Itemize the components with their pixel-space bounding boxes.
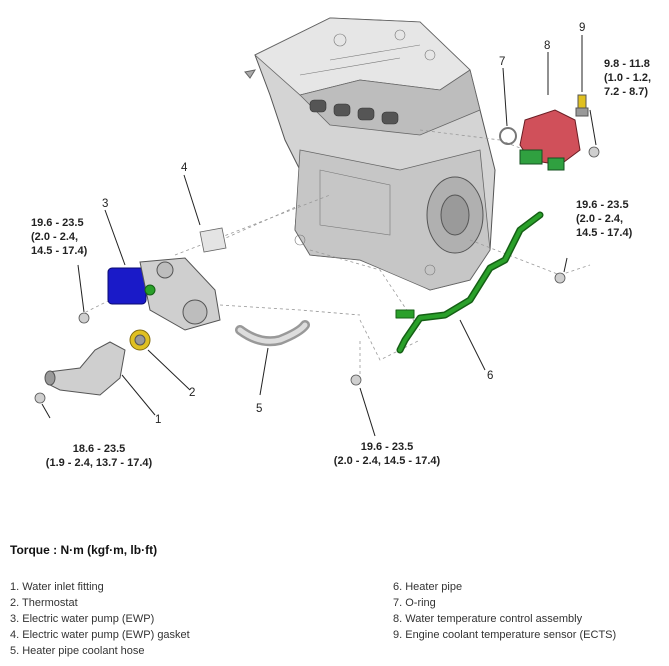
leader-lines: [41, 35, 597, 437]
callout-8: 8: [544, 40, 551, 52]
legend-item-9: 9. Engine coolant temperature sensor (EC…: [393, 629, 617, 641]
legend-item-2: 2. Thermostat: [10, 597, 78, 609]
legend-right: 6. Heater pipe 7. O-ring 8. Water temper…: [393, 579, 616, 643]
legend-item-8: 8. Water temperature control assembly: [393, 613, 583, 625]
legend-left: 1. Water inlet fitting 2. Thermostat 3. …: [10, 579, 190, 659]
engine-block: [244, 17, 496, 291]
torque-spec-heater-pipe-right: 19.6 - 23.5 (2.0 - 2.4, 14.5 - 17.4): [576, 199, 633, 239]
callout-4: 4: [181, 162, 188, 174]
heater-pipe: [395, 211, 544, 354]
torque-spec-inlet-fitting: 18.6 - 23.5 (1.9 - 2.4, 13.7 - 17.4): [45, 443, 153, 469]
callout-6: 6: [487, 370, 494, 382]
legend-item-5: 5. Heater pipe coolant hose: [10, 645, 145, 657]
callout-9: 9: [579, 22, 586, 34]
engine-coolant-temperature-sensor: [575, 94, 589, 117]
callout-7: 7: [499, 56, 506, 68]
electric-water-pump: [107, 257, 221, 331]
exploded-view-diagram: [34, 17, 600, 437]
legend-item-7: 7. O-ring: [393, 597, 436, 609]
thermostat: [129, 329, 151, 351]
torque-spec-ewp: 19.6 - 23.5 (2.0 - 2.4, 14.5 - 17.4): [31, 217, 88, 257]
callout-5: 5: [256, 403, 263, 415]
bolts: [34, 146, 600, 404]
callout-3: 3: [102, 198, 109, 210]
bolt-ewp-left: [78, 312, 90, 324]
torque-spec-ects: 9.8 - 11.8 (1.0 - 1.2, 7.2 - 8.7): [604, 58, 652, 98]
callout-2: 2: [189, 387, 196, 399]
bolt-heater-pipe-bottom: [350, 374, 362, 386]
callout-1: 1: [155, 414, 162, 426]
legend-item-4: 4. Electric water pump (EWP) gasket: [10, 629, 190, 641]
torque-units-heading: Torque : N·m (kgf·m, lb·ft): [10, 543, 158, 557]
o-ring: [499, 127, 517, 145]
ewp-gasket: [199, 227, 227, 253]
bolt-ects-mount: [588, 146, 600, 158]
torque-spec-heater-pipe-bottom: 19.6 - 23.5 (2.0 - 2.4, 14.5 - 17.4): [333, 441, 441, 467]
water-inlet-fitting: [44, 341, 126, 396]
water-temperature-control-assembly: [519, 109, 581, 171]
assembly-guide-lines: [79, 129, 591, 380]
bolt-inlet-fitting: [34, 392, 46, 404]
legend-item-3: 3. Electric water pump (EWP): [10, 613, 155, 625]
bolt-heater-pipe-right: [554, 272, 566, 284]
legend-item-1: 1. Water inlet fitting: [10, 581, 104, 593]
legend-item-6: 6. Heater pipe: [393, 581, 463, 593]
